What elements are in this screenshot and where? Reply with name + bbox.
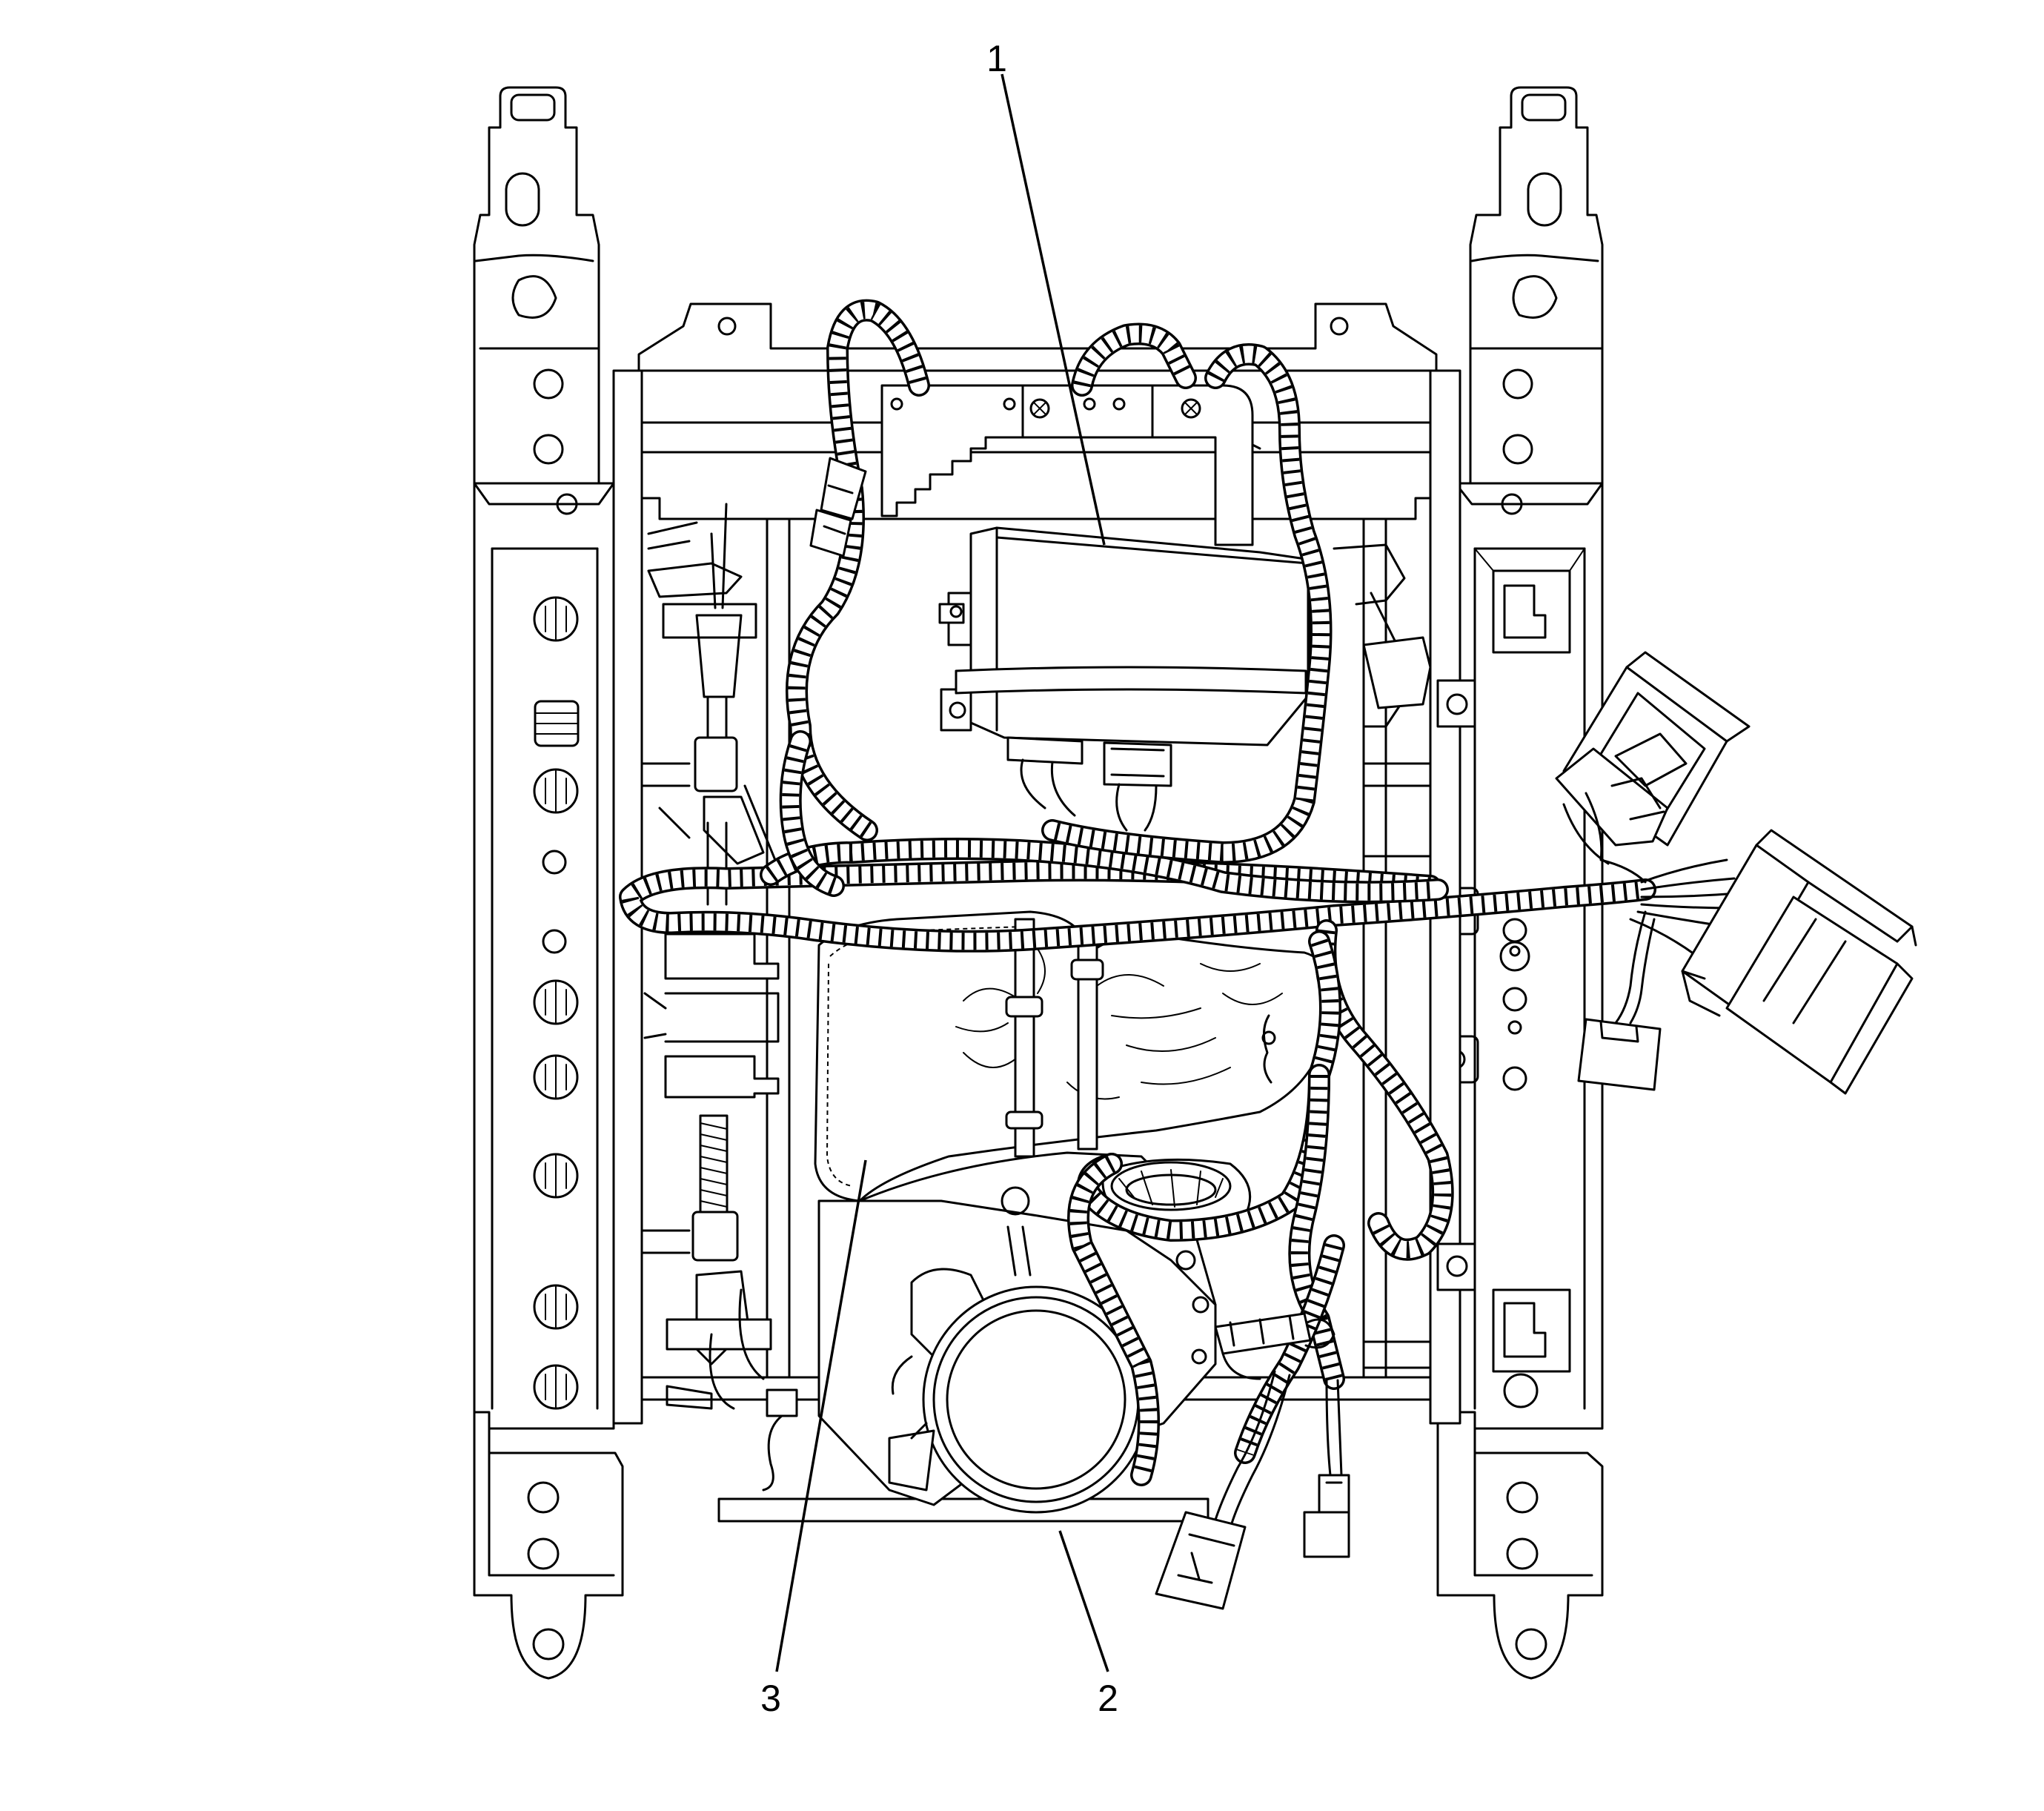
lumbar-pump-assembly bbox=[817, 1158, 1252, 1514]
left-seat-rail bbox=[473, 86, 624, 1680]
callout-3: 3 bbox=[760, 1159, 867, 1719]
callout-1: 1 bbox=[986, 38, 1106, 546]
bottom-connectors bbox=[1155, 1312, 1350, 1610]
callout-2-leader bbox=[1058, 1530, 1109, 1672]
outboard-connectors bbox=[1555, 651, 1917, 1095]
callout-2-label: 2 bbox=[1098, 1678, 1118, 1719]
module-mount-bracket bbox=[880, 384, 1261, 546]
control-module bbox=[938, 526, 1312, 832]
callout-2: 2 bbox=[1058, 1530, 1118, 1719]
callout-3-label: 3 bbox=[760, 1678, 781, 1719]
left-rail-adjust-holes bbox=[533, 596, 580, 1410]
right-seat-rail bbox=[1432, 86, 1604, 1680]
right-height-linkage bbox=[1333, 543, 1476, 1291]
callout-3-leader bbox=[775, 1159, 867, 1672]
callout-1-label: 1 bbox=[986, 38, 1007, 79]
callout-1-leader bbox=[1001, 73, 1106, 546]
left-height-linkage bbox=[643, 503, 798, 1491]
wiring-harness bbox=[619, 299, 1656, 1486]
